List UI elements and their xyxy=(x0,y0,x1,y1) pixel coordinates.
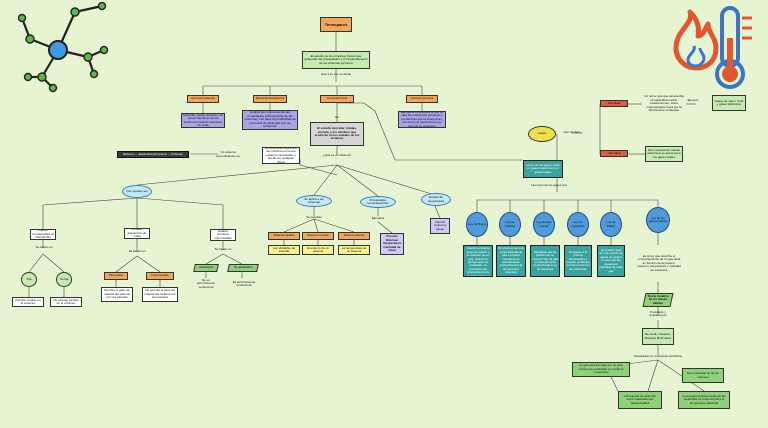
adiabatica-label: Adiabática xyxy=(198,265,213,270)
fija-node: Fija xyxy=(21,272,37,287)
adiabatica-node: Adiabática xyxy=(193,264,219,272)
termodinamica-node: Termodinámica xyxy=(320,95,354,103)
gas-real-node: Gas Real xyxy=(600,100,628,107)
gas-real-desc: Un tercer gas que caracteriza la capacid… xyxy=(644,94,684,113)
teoria-cinetica-label: Teoría Cinética de los Gases Ideales xyxy=(647,293,669,305)
link-se-estudian: Se estudian xyxy=(306,215,322,219)
sistema-aislado-node: Sistema aislado xyxy=(268,232,300,240)
ley-charles-node: Ley de Charles xyxy=(499,212,521,237)
me-desc-node: Explica las conexiones de las propiedade… xyxy=(242,110,298,130)
bernoulli-node: Bernoulli, Clausius, Maxwell, Boltzmann xyxy=(642,328,674,345)
nofija-desc-node: No permite cambio en el volumen xyxy=(50,297,82,307)
link-se-basan-3: Se basan en xyxy=(214,247,232,251)
title-node: Termopares xyxy=(320,17,352,32)
intro-node: El estudio de los principios físicos que… xyxy=(302,51,370,69)
propiedades-node: Propiedades termodinámicas xyxy=(360,196,396,208)
termodinamica-desc-node: El estudio del calor, trabajo, energía, … xyxy=(310,122,364,146)
sistema-cerrado-node: Sistema cerrado xyxy=(302,232,334,240)
link-se-basan-1: Se basan en xyxy=(35,245,53,249)
link-es: Es xyxy=(335,115,339,119)
link-ejemplos: Ejemplos xyxy=(371,216,385,220)
qc-desc-node: Describe modelo atómico y el comportamie… xyxy=(181,113,225,128)
ley-gases-ideales-node: Ley de los gases ideales xyxy=(646,207,670,233)
gas-ideal-desc: Que comprende cuando estructura se aprox… xyxy=(645,146,683,162)
no-adiabatica-label: No adiabática xyxy=(233,265,253,270)
leyes-head-node: Leyes de los gases, tanto en gases ideal… xyxy=(523,160,563,178)
charles-desc-node: El volumen de una masa definida de gas a… xyxy=(496,245,526,277)
ley-gay-lussac-node: Ley de Gay Lussac xyxy=(533,212,555,237)
impermeable-desc-node: No permite el paso de materia del sistem… xyxy=(142,287,178,302)
link-se-divide: Que a su vez se divide xyxy=(320,72,352,77)
se-aplica-sistemas-node: Se aplica a los sistemas xyxy=(296,195,332,207)
gases-ideales-desc: Es la ley que describe el comportamiento… xyxy=(637,253,681,272)
link-son-tambien: Son también xyxy=(563,130,581,134)
aislado-node: Aislado: Frontera impermeable xyxy=(210,229,236,241)
fija-desc-node: Permite cambio en el volumen xyxy=(12,297,44,307)
que-pueden-ser-node: Que pueden ser xyxy=(122,185,152,198)
link-postulados-sucesivos: Postulados por sucesivos científicos xyxy=(633,354,683,359)
cinetica-quimica-node: Cinética Química xyxy=(406,95,438,103)
postulado-1-node: Un gas está formado por un gran número d… xyxy=(572,362,630,377)
avogadro-desc-node: En gases a la misma temperatura y presió… xyxy=(564,245,592,277)
link-se-basan-2: Se basan en xyxy=(128,249,146,253)
propiedades-list-node: Presión Volumen Temperatura Cantidad de … xyxy=(380,233,404,255)
ley-dalton-node: Ley de Dalton xyxy=(600,212,622,237)
dalton-desc-node: La presión total de una mezcla de gases … xyxy=(597,245,625,277)
sistema-abierto-node: Sistema abierto xyxy=(338,232,370,240)
gases-node: Gases xyxy=(528,126,556,142)
postulado-2-node: Las moléculas no tienen volumen xyxy=(682,368,724,383)
sistema-abierto-desc: La temperatura de un sistema xyxy=(338,245,370,255)
sistema-aislado-desc: Las Variables de entrada xyxy=(268,245,300,255)
postulado-3-node: Las fuerzas de atracción entre moléculas… xyxy=(618,391,662,409)
link-ejemplo: Ejemplo xyxy=(687,98,699,102)
mecanica-estadistica-node: Mecánica Estadística xyxy=(253,95,287,103)
estado-desc-node: Cambio Colmena Ajuste xyxy=(430,218,450,234)
quimica-cuantica-node: Química Cuántica xyxy=(187,95,219,103)
fire-thermometer-icon xyxy=(673,6,752,89)
noadiabatica-desc-node: Es térmicamente conductora xyxy=(232,279,256,287)
ley-avogadro-node: Ley de Avogadro xyxy=(567,212,589,237)
link-leyes-gases: Las leyes de los gases son xyxy=(530,183,568,188)
permeable-node: Permeable xyxy=(104,272,128,280)
link-sistema-termodinamico: Un sistema termodinámico es xyxy=(216,150,240,158)
gas-ideal-node: Gas Ideal xyxy=(600,150,628,157)
postulado-4-node: La energía cinética media de las molécul… xyxy=(678,391,730,409)
teoria-cinetica-node: Teoría Cinética de los Gases Ideales xyxy=(642,293,674,307)
cerrado-node: Cerrado: Interaccion de masa xyxy=(124,228,150,239)
molecule-network-icon xyxy=(18,2,109,93)
estado-node: Estado de temperatura xyxy=(421,193,451,206)
ck-desc-node: Estudia la velocidad a la que se dan las… xyxy=(398,111,446,128)
adiabatica-desc-node: No es térmicamente conductora xyxy=(196,278,216,289)
link-que-es-sistema: ¿Qué es un sistema? xyxy=(322,153,352,158)
no-adiabatica-node: No adiabática xyxy=(227,264,259,272)
ley-boyle-node: Ley de Boyle xyxy=(466,212,488,237)
frontera-node: Sistema ↔ alrededores/Frontera ↔ Univers… xyxy=(117,151,189,158)
abierto-node: Abierto: Frontera libre al Intercambio xyxy=(30,229,56,240)
impermeable-node: Impermeable xyxy=(146,272,174,280)
no-fija-node: No fija xyxy=(56,272,72,287)
gay-lussac-desc-node: Establece que la presión de un volumen f… xyxy=(530,245,560,277)
boyle-desc-node: Establece que la relación existente entr… xyxy=(463,245,493,277)
sistema-desc-node: Es una parte específica del universo en … xyxy=(262,147,300,164)
ejemplo-desc-node: Gases de vapor, CO2 y gases distintivos xyxy=(712,95,746,111)
permeable-desc-node: Permite el paso de materia del sistema p… xyxy=(101,287,133,302)
sistema-cerrado-desc: El entorno de un sistema xyxy=(302,245,334,255)
link-postulado-ampliado: Postulado y ampliado por xyxy=(649,309,667,317)
